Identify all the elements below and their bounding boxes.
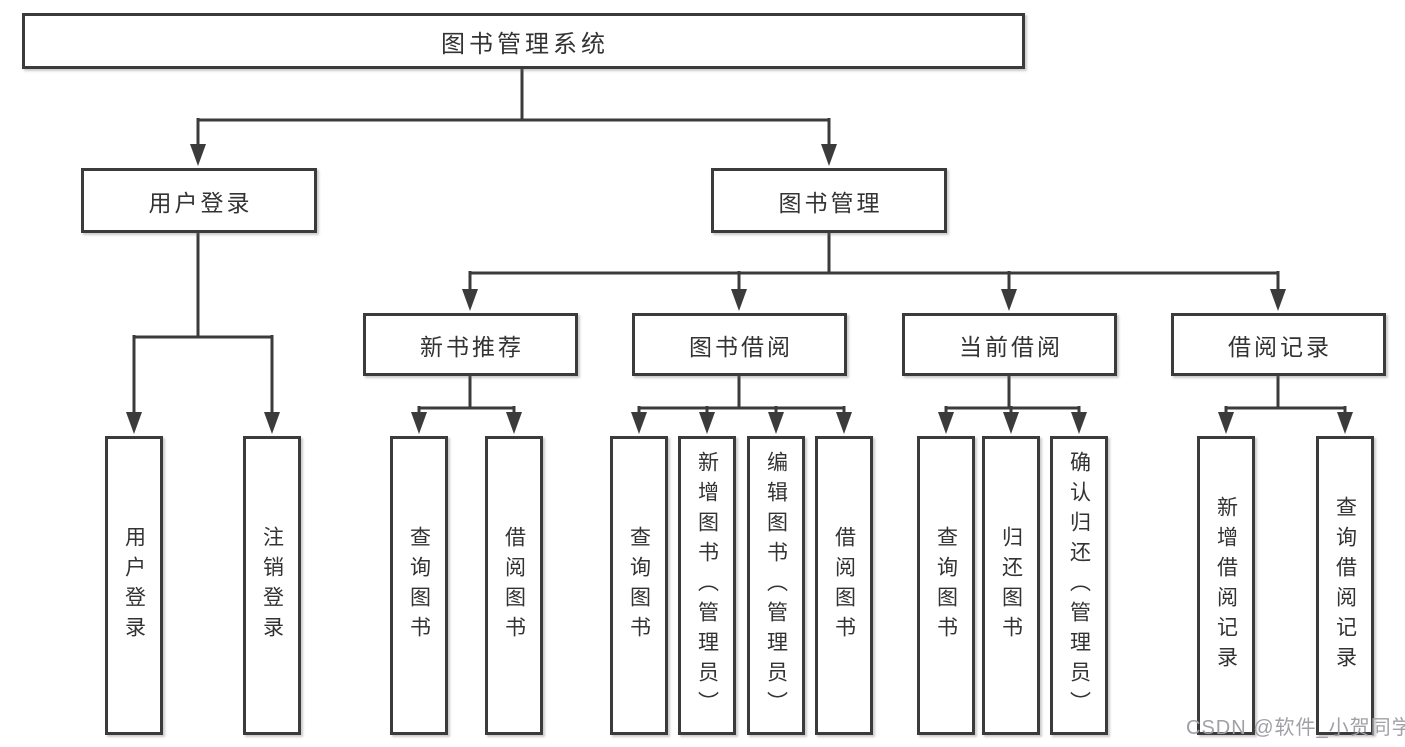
arrowhead-down-icon	[190, 144, 206, 166]
node-borrow-records: 借阅记录	[1171, 313, 1386, 376]
leaf-add-borrow-record: 新增借阅记录	[1197, 436, 1255, 735]
connector-bookmgmt-to-level3	[468, 231, 1280, 297]
arrowhead-down-icon	[768, 412, 784, 434]
node-book-borrowing: 图书借阅	[632, 313, 847, 376]
arrowhead-down-icon	[631, 412, 647, 434]
leaf-confirm-return-admin: 确认归还（管理员）	[1050, 436, 1108, 735]
arrowhead-down-icon	[1270, 289, 1286, 311]
node-label: 用户登录	[148, 189, 253, 216]
arrowhead-down-icon	[731, 289, 747, 311]
arrowhead-down-icon	[821, 144, 837, 166]
node-label: 新书推荐	[420, 333, 524, 360]
leaf-return-books: 归还图书	[982, 436, 1040, 735]
node-label: 查询借阅记录	[1333, 495, 1357, 676]
node-label: 查询图书	[627, 525, 651, 646]
leaf-user-login: 用户登录	[105, 436, 163, 735]
node-label: 图书管理	[778, 189, 883, 216]
leaf-query-books-recommend: 查询图书	[390, 436, 448, 735]
arrowhead-down-icon	[1337, 412, 1353, 434]
node-label: 编辑图书（管理员）	[764, 450, 788, 721]
leaf-logout-login: 注销登录	[243, 436, 301, 735]
node-user-login: 用户登录	[81, 168, 317, 233]
node-library-management-system: 图书管理系统	[22, 13, 1025, 69]
node-label: 查询图书	[934, 525, 958, 646]
arrowhead-down-icon	[126, 412, 142, 434]
leaf-borrow-books-recommend: 借阅图书	[485, 436, 543, 735]
node-new-book-recommend: 新书推荐	[363, 313, 578, 376]
connector-records-to-leaves	[1224, 374, 1347, 419]
leaf-query-borrow-record: 查询借阅记录	[1316, 436, 1374, 735]
node-label: 图书管理系统	[441, 30, 609, 58]
arrowhead-down-icon	[264, 412, 280, 434]
node-label: 新增图书（管理员）	[695, 450, 719, 721]
arrowhead-down-icon	[1001, 289, 1017, 311]
arrowhead-down-icon	[411, 412, 427, 434]
node-label: 借阅记录	[1228, 333, 1332, 360]
node-label: 注销登录	[260, 525, 284, 646]
connector-recommend-to-leaves	[417, 374, 516, 419]
arrowhead-down-icon	[836, 412, 852, 434]
node-label: 查询图书	[407, 525, 431, 646]
connector-root-to-level2	[196, 66, 831, 150]
node-label: 用户登录	[122, 525, 146, 646]
arrowhead-down-icon	[1003, 412, 1019, 434]
arrowhead-down-icon	[699, 412, 715, 434]
arrowhead-down-icon	[462, 289, 478, 311]
node-book-management: 图书管理	[711, 168, 947, 233]
arrowhead-down-icon	[938, 412, 954, 434]
arrowhead-down-icon	[1218, 412, 1234, 434]
leaf-query-books-current: 查询图书	[917, 436, 975, 735]
node-label: 图书借阅	[689, 333, 793, 360]
arrowhead-down-icon	[506, 412, 522, 434]
leaf-query-books-borrowing: 查询图书	[610, 436, 668, 735]
csdn-watermark: CSDN @软件_小贺同学	[1186, 717, 1405, 739]
connector-borrowing-to-leaves	[637, 374, 846, 419]
leaf-edit-books-admin: 编辑图书（管理员）	[747, 436, 805, 735]
connector-userlogin-to-leaves	[132, 231, 274, 419]
node-label: 确认归还（管理员）	[1067, 450, 1091, 721]
leaf-add-books-admin: 新增图书（管理员）	[678, 436, 736, 735]
leaf-borrow-books: 借阅图书	[815, 436, 873, 735]
node-current-borrow: 当前借阅	[902, 313, 1117, 376]
node-label: 借阅图书	[832, 525, 856, 646]
node-label: 借阅图书	[502, 525, 526, 646]
node-label: 归还图书	[999, 525, 1023, 646]
arrowhead-down-icon	[1071, 412, 1087, 434]
node-label: 新增借阅记录	[1214, 495, 1238, 676]
node-label: 当前借阅	[959, 333, 1063, 360]
